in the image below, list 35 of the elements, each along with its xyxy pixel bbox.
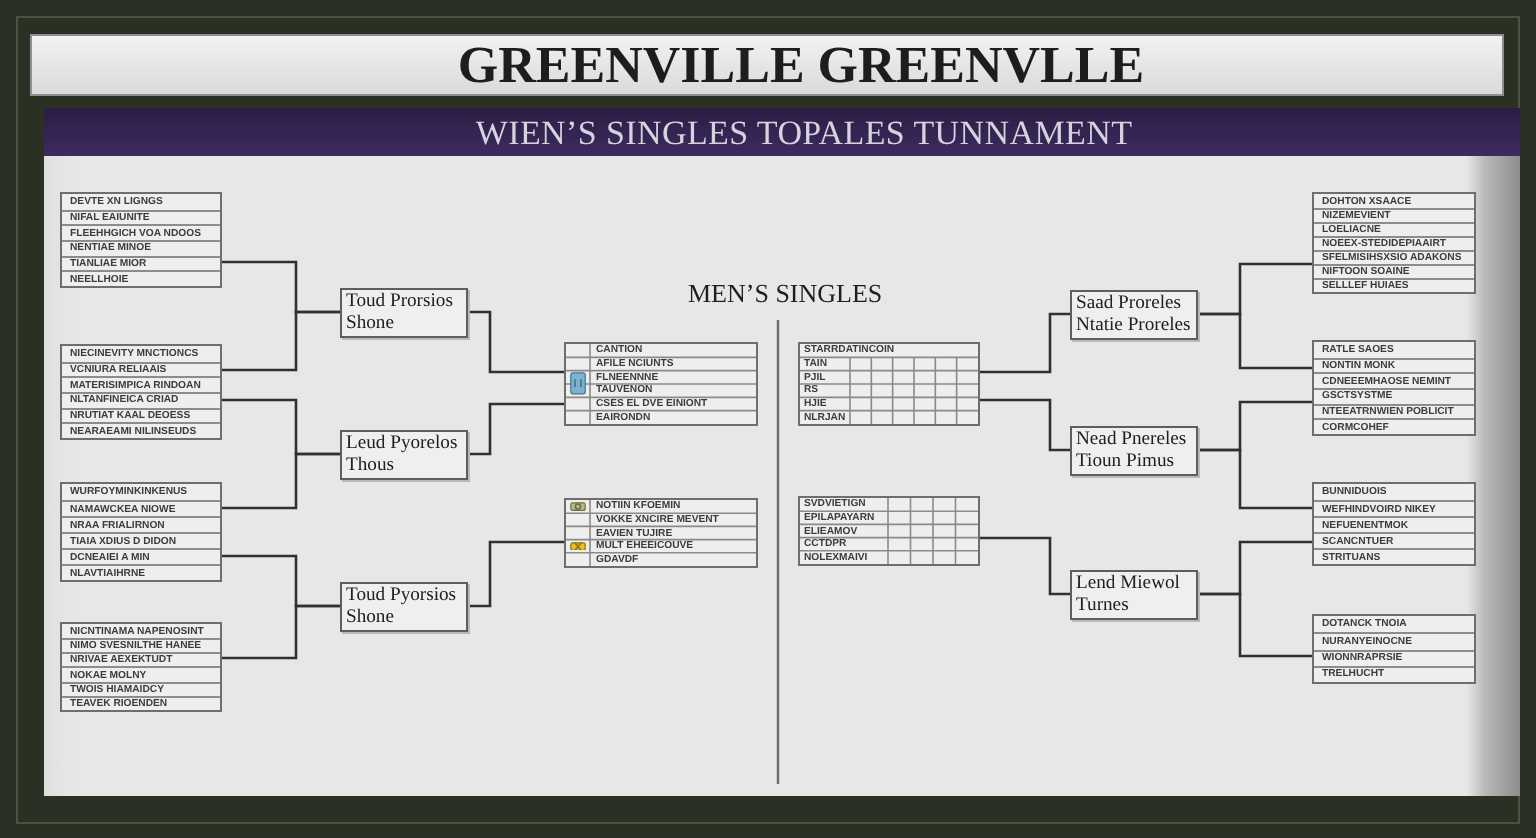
- name-list: [60, 344, 222, 440]
- match-box: [340, 582, 468, 632]
- subtitle: WIEN’S SINGLES TOPALES TUNNAMENT: [475, 113, 1133, 151]
- bracket-line: [1198, 592, 1312, 658]
- name-list: [60, 192, 222, 288]
- player-name: Nead Pnereles Tioun Pimus: [1076, 430, 1189, 472]
- bracket-line: [468, 402, 564, 456]
- match-box: [340, 288, 468, 338]
- name-list: [1312, 482, 1476, 566]
- bracket-line: [980, 536, 1070, 596]
- result-table: [798, 342, 980, 426]
- bracket-line: [1198, 448, 1312, 510]
- player-name: Saad Proreles Ntatie Proreles: [1076, 294, 1192, 336]
- player-name: Lend Miewol Turnes: [1076, 574, 1182, 616]
- bracket-line: [468, 540, 564, 608]
- section-heading: MEN’S SINGLES: [688, 278, 883, 308]
- name-list: [1312, 614, 1476, 684]
- bracket-line: [1198, 312, 1312, 370]
- match-box: [1070, 570, 1198, 620]
- match-box: [340, 430, 468, 480]
- bracket-line: [222, 310, 340, 372]
- bracket-line: [222, 604, 340, 660]
- board-title: GREENVILLE GREENVLLE: [457, 37, 1145, 93]
- name-list: [1312, 192, 1476, 294]
- name-list: [60, 482, 222, 582]
- name-list: [60, 622, 222, 712]
- bracket-line: [980, 398, 1070, 452]
- player-name: Leud Pyorelos Thous: [346, 434, 460, 476]
- player-name: Toud Pyorsios Shone: [346, 586, 459, 628]
- bracket-line: [222, 452, 340, 510]
- match-box: [1070, 426, 1198, 476]
- bracket-line: [980, 312, 1070, 374]
- bracket-line: [468, 310, 564, 374]
- name-list: [1312, 340, 1476, 436]
- player-name: Toud Prorsios Shone: [346, 292, 455, 334]
